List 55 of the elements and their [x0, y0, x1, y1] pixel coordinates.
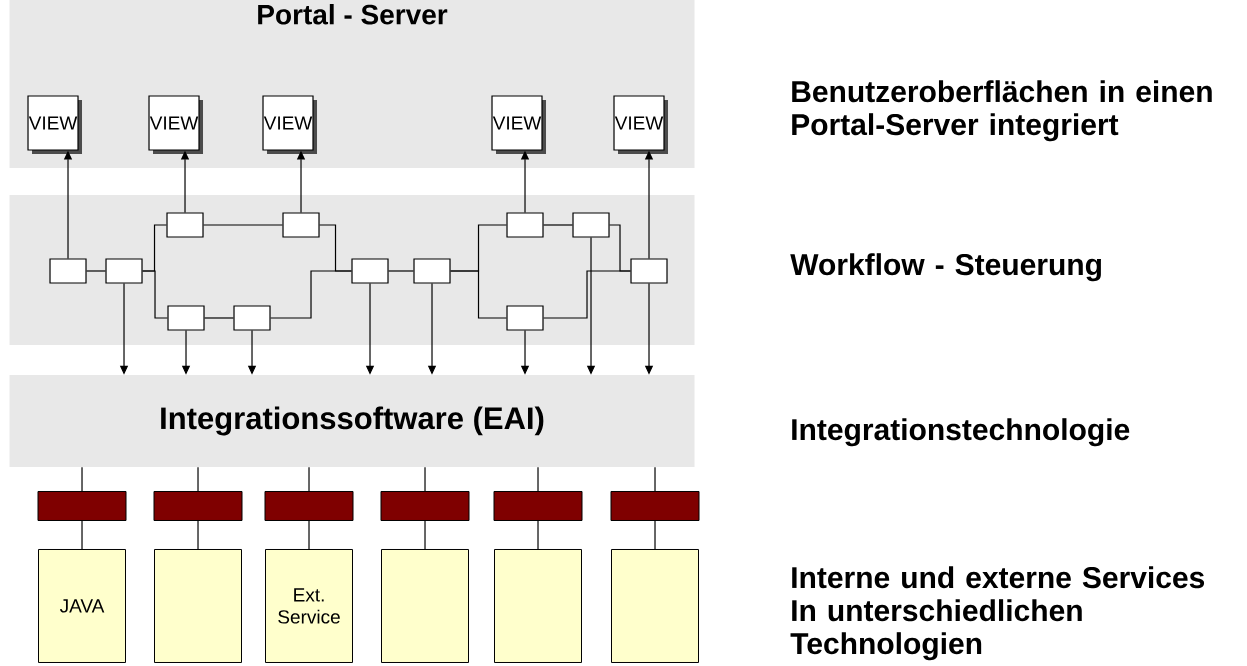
workflow-step-box	[630, 258, 668, 284]
connector-line	[654, 466, 656, 492]
side-note: Benutzeroberflächen in einen Portal-Server integriert	[792, 80, 1212, 142]
connector-line	[537, 520, 539, 550]
connector-line	[308, 466, 310, 492]
connector-line	[537, 466, 539, 492]
service-box: Ext. Service	[265, 549, 353, 663]
workflow-step-box	[282, 212, 320, 238]
service-box	[494, 549, 582, 663]
connector-line	[204, 317, 234, 319]
workflow-step-box	[351, 258, 389, 284]
adapter-bar	[264, 491, 354, 521]
connector-line	[270, 270, 352, 319]
connector-line	[142, 270, 168, 319]
view-box: VIEW	[491, 95, 546, 154]
workflow-step-box	[233, 305, 271, 331]
adapter-bar	[380, 491, 470, 521]
connector-line	[388, 270, 414, 272]
workflow-step-box	[167, 305, 205, 331]
connector-line	[197, 466, 199, 492]
workflow-step-box	[49, 258, 87, 284]
adapter-bar	[610, 491, 700, 521]
connector-line	[543, 224, 573, 226]
workflow-step-box	[506, 212, 544, 238]
workflow-step-box	[166, 212, 204, 238]
service-box	[381, 549, 469, 663]
connector-line	[450, 270, 507, 319]
connector-line	[81, 520, 83, 550]
connector-line	[81, 466, 83, 492]
connector-line	[424, 520, 426, 550]
view-box: VIEW	[613, 95, 668, 154]
connector-line	[424, 466, 426, 492]
connector-line	[86, 270, 106, 272]
service-box	[611, 549, 699, 663]
adapter-bar	[153, 491, 243, 521]
integration-band: Integrationssoftware (EAI)	[9, 375, 695, 467]
connector-line	[543, 270, 631, 319]
connector-line	[308, 520, 310, 550]
side-note: Interne und externe Services In unterschiedlichen Technologien	[790, 566, 1205, 661]
view-box: VIEW	[262, 95, 317, 154]
connector-line	[654, 520, 656, 550]
connector-line	[203, 224, 283, 226]
adapter-bar	[493, 491, 583, 521]
workflow-step-box	[506, 305, 544, 331]
view-box: VIEW	[148, 95, 203, 154]
service-box: JAVA	[38, 549, 126, 663]
service-box	[154, 549, 242, 663]
workflow-step-box	[105, 258, 143, 284]
connector-line	[197, 520, 199, 550]
side-note: Workflow - Steuerung	[790, 253, 1101, 282]
workflow-step-box	[572, 212, 610, 238]
workflow-step-box	[413, 258, 451, 284]
side-note: Integrationstechnologie	[792, 418, 1130, 447]
adapter-bar	[37, 491, 127, 521]
view-box: VIEW	[27, 95, 82, 154]
